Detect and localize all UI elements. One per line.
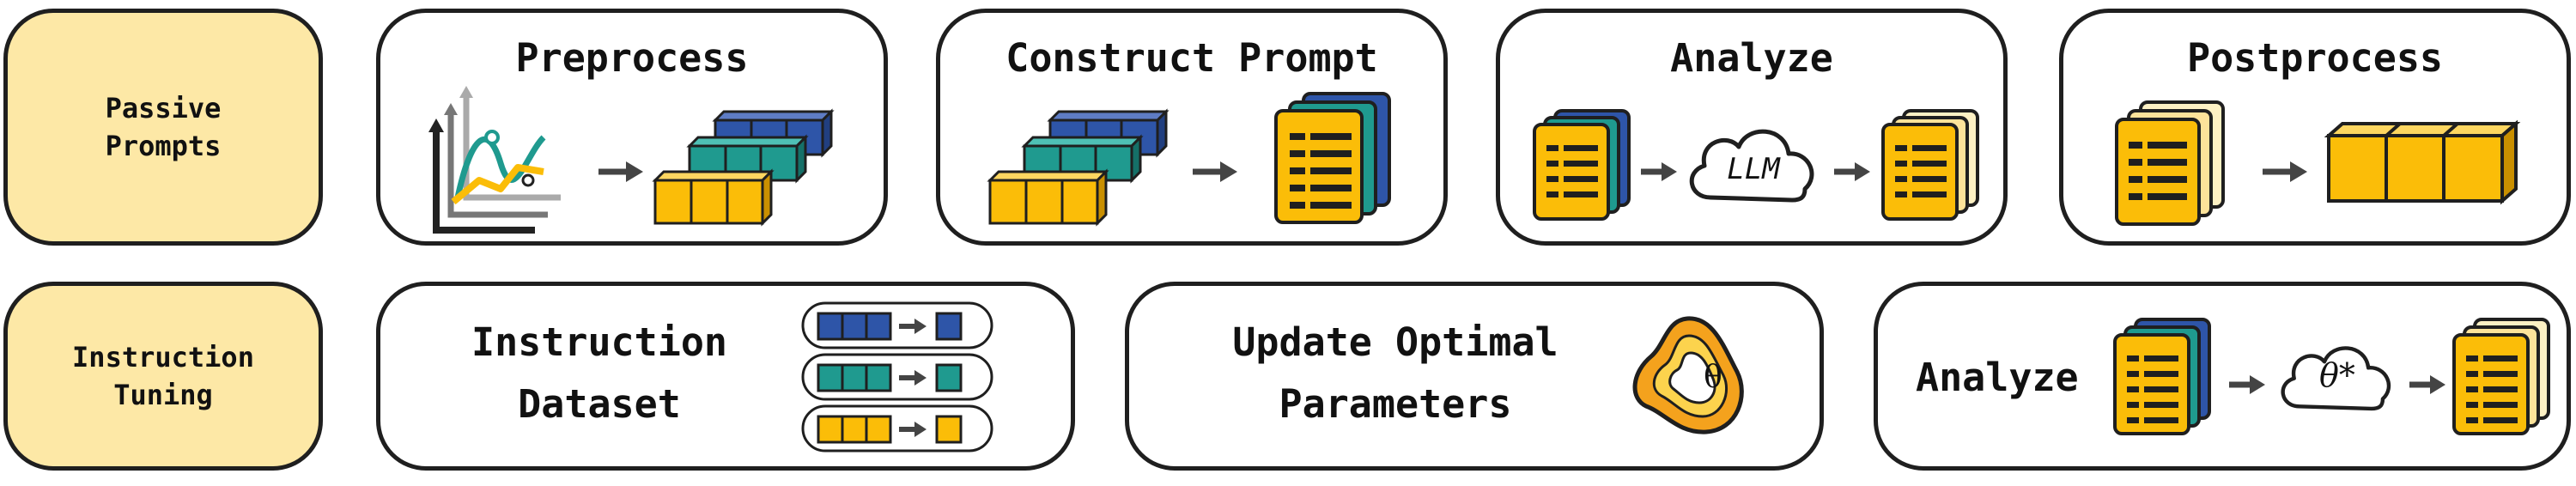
theta-label: θ (1704, 360, 1722, 395)
tuned-analyze-stage: Analyze θ* (1874, 282, 2571, 471)
row-label-line: Passive (105, 92, 222, 125)
row-label-passive-prompts: Passive Prompts (3, 9, 323, 246)
construct-prompt-title: Construct Prompt (1005, 35, 1378, 81)
document-stack-icon (2115, 100, 2225, 226)
arrow-icon (598, 161, 643, 182)
arrow-icon (2409, 375, 2445, 394)
construct-prompt-stage: Construct Prompt (936, 9, 1448, 246)
arrow-icon (2229, 375, 2265, 394)
document-stack-icon (2452, 318, 2550, 435)
postprocess-stage: Postprocess (2059, 9, 2571, 246)
document-stack-icon (1533, 109, 1631, 221)
chart-icon (428, 86, 561, 234)
parameter-blob-icon (1632, 316, 1744, 434)
llm-label: LLM (1727, 152, 1780, 186)
update-parameters-title: Update Optimal Parameters (1232, 319, 1558, 427)
arrow-icon (2263, 161, 2307, 182)
cube-row-icon (2324, 119, 2521, 205)
row-label-line: Prompts (105, 130, 222, 162)
cloud-icon (2281, 346, 2391, 411)
document-stack-icon (2113, 318, 2211, 435)
row-label-line: Instruction (72, 341, 254, 374)
cube-stack-icon (652, 108, 835, 227)
arrow-icon (1193, 161, 1237, 182)
instruction-dataset-title: Instruction Dataset (471, 319, 727, 427)
analyze-stage: Analyze LLM (1496, 9, 2008, 246)
theta-star-label: θ* (2319, 356, 2355, 394)
update-parameters-stage: Update Optimal Parameters θ (1125, 282, 1824, 471)
tuned-analyze-title: Analyze (1916, 355, 2079, 400)
document-stack-icon (1274, 92, 1391, 224)
arrow-icon (1641, 162, 1677, 181)
row-label-instruction-tuning: Instruction Tuning (3, 282, 323, 471)
row-label-line: Tuning (113, 379, 213, 411)
arrow-icon (1834, 162, 1870, 181)
instruction-dataset-stage: Instruction Dataset (376, 282, 1075, 471)
cube-stack-icon (987, 108, 1170, 227)
preprocess-stage: Preprocess (376, 9, 888, 246)
preprocess-title: Preprocess (515, 35, 749, 81)
dataset-pairs-icon (801, 301, 993, 453)
postprocess-title: Postprocess (2186, 35, 2443, 81)
cloud-icon (1689, 129, 1814, 203)
document-stack-icon (1881, 109, 1979, 221)
analyze-title: Analyze (1670, 35, 1833, 81)
